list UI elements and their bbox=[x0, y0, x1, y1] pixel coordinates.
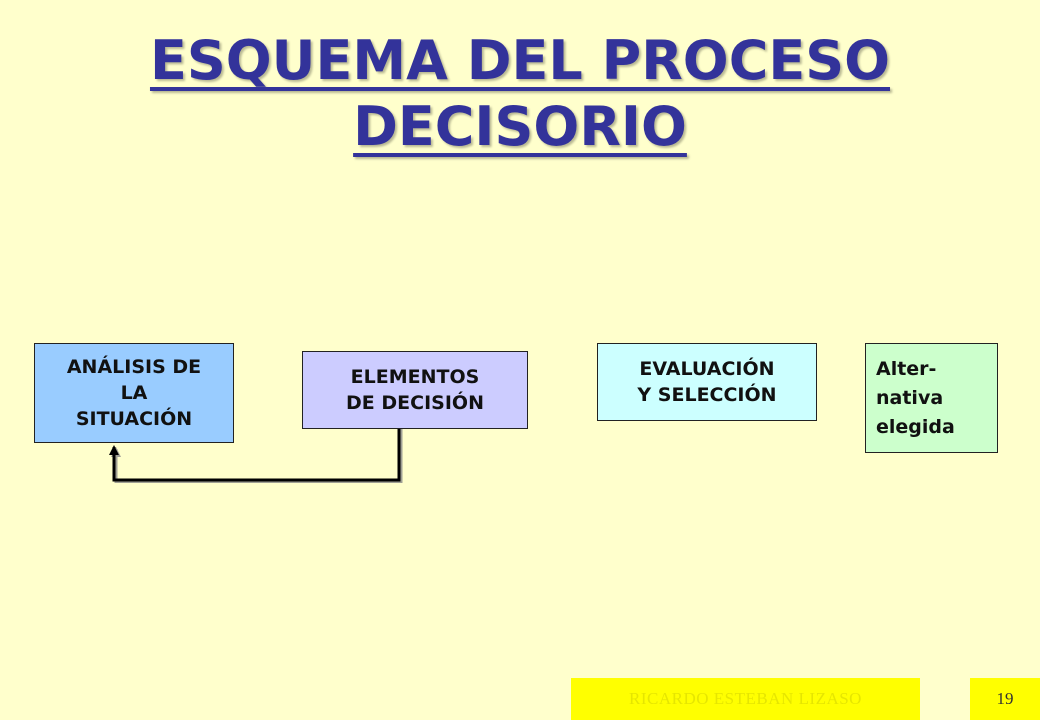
title-line-2: DECISORIO bbox=[353, 95, 687, 158]
slide-title: ESQUEMA DEL PROCESO DECISORIO bbox=[0, 28, 1040, 160]
page-number: 19 bbox=[970, 678, 1040, 720]
analysis-box: ANÁLISIS DE LA SITUACIÓN bbox=[34, 343, 234, 443]
evaluation-selection-box: EVALUACIÓN Y SELECCIÓN bbox=[597, 343, 817, 421]
chosen-alternative-box: Alter- nativa elegida bbox=[865, 343, 998, 453]
title-line-1: ESQUEMA DEL PROCESO bbox=[149, 29, 891, 92]
decision-elements-box: ELEMENTOS DE DECISIÓN bbox=[302, 351, 528, 429]
footer-author: RICARDO ESTEBAN LIZASO bbox=[571, 678, 920, 720]
